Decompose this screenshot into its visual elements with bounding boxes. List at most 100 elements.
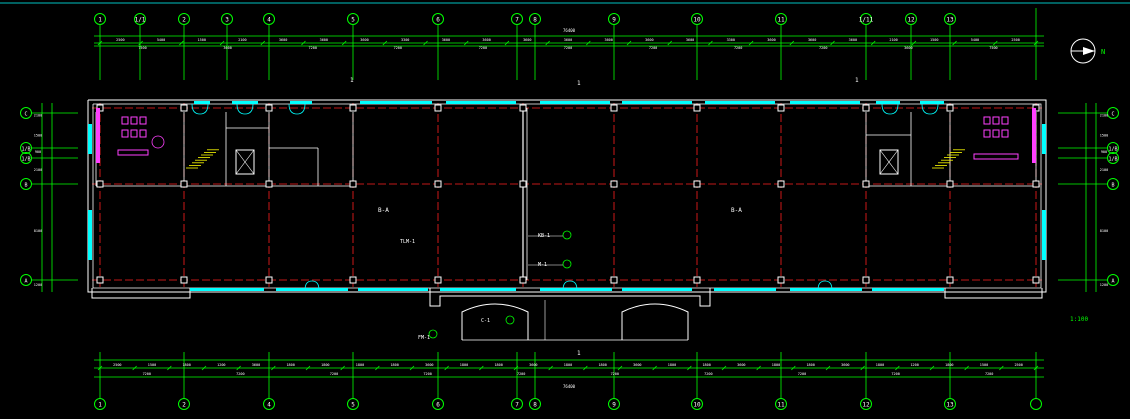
bottom-dim-text: 1800 xyxy=(390,363,398,367)
column xyxy=(434,276,442,284)
grid-label-bottom: 8 xyxy=(533,402,537,409)
top-dim-text: 7200 xyxy=(394,46,402,50)
dim-tick xyxy=(97,40,103,46)
toilet-fixture xyxy=(992,129,1000,138)
grid-label-right: C xyxy=(1111,112,1114,118)
dim-tick xyxy=(444,365,449,371)
window-bottom xyxy=(358,288,428,291)
column xyxy=(946,276,954,284)
column xyxy=(1032,276,1040,284)
top-dim-text: 3600 xyxy=(808,38,816,42)
note-tag-5: TLM-1 xyxy=(400,239,415,245)
door-swing xyxy=(191,103,201,115)
door-swing xyxy=(288,103,298,115)
top-dim-text: 3600 xyxy=(604,38,612,42)
top-dim-text: 2500 xyxy=(1011,38,1019,42)
annotation-bubble xyxy=(562,259,572,269)
grid-label-right: A xyxy=(1111,279,1114,285)
column xyxy=(610,276,618,284)
column xyxy=(862,276,870,284)
door-swing xyxy=(244,103,254,115)
toilet-fixture xyxy=(983,129,991,138)
door-swing xyxy=(817,280,826,291)
column xyxy=(862,180,870,188)
window-top xyxy=(232,101,258,104)
top-dim-text: 7200 xyxy=(564,46,572,50)
note-tag-2: M-1 xyxy=(538,262,547,268)
window-side xyxy=(1042,210,1046,260)
toilet-fixture xyxy=(130,129,138,138)
note-tag-4: FM-1 xyxy=(418,335,430,341)
grid-label-bottom: 6 xyxy=(436,402,440,409)
grid-bubble-left xyxy=(20,274,32,286)
window-top xyxy=(290,101,312,104)
grid-bubble-right xyxy=(1107,107,1119,119)
structural-columns xyxy=(96,104,1040,284)
bottom-dim-text: 1800 xyxy=(494,363,502,367)
side-dim-text: 8100 xyxy=(1100,229,1108,233)
bottom-dim-text: 3600 xyxy=(737,363,745,367)
column xyxy=(434,180,442,188)
bottom-total-dim: 76400 xyxy=(563,384,576,389)
column xyxy=(519,104,527,112)
dim-tick xyxy=(687,365,692,371)
grid-bubble-right xyxy=(1107,152,1119,164)
grid-label-bottom: 7 xyxy=(515,402,519,409)
bottom-dim-text: 7200 xyxy=(611,372,619,376)
dim-tick xyxy=(911,40,917,46)
bottom-dim-text: 7200 xyxy=(891,372,899,376)
column xyxy=(265,180,273,188)
bottom-dim-text: 1500 xyxy=(148,363,156,367)
dim-tick xyxy=(1033,40,1039,46)
column xyxy=(777,104,785,112)
dim-tick xyxy=(1033,365,1039,371)
dim-tick xyxy=(545,40,550,46)
dim-tick xyxy=(409,365,415,371)
bottom-dim-text: 1500 xyxy=(980,363,988,367)
column xyxy=(693,104,701,112)
bottom-dim-text: 7200 xyxy=(798,372,806,376)
side-dim-text: 8100 xyxy=(34,229,42,233)
bottom-dim-text: 3600 xyxy=(841,363,849,367)
bottom-dim-text: 1800 xyxy=(702,363,710,367)
top-dim-text: 3600 xyxy=(223,46,231,50)
bottom-dim-text: 7200 xyxy=(517,372,525,376)
dim-tick xyxy=(479,365,484,371)
toilet-partition xyxy=(1032,108,1036,163)
scale-note: 1:100 xyxy=(1070,316,1088,323)
grid-label-left: A xyxy=(24,279,27,285)
window-bottom xyxy=(714,288,776,291)
grid-bubble-bottom xyxy=(860,398,872,410)
grid-label-top: 1 xyxy=(98,17,102,24)
dim-tick xyxy=(860,365,865,371)
side-dim-text: 1200 xyxy=(34,283,42,287)
grid-bubble-left xyxy=(20,142,32,154)
grid-label-top: 8 xyxy=(533,17,537,24)
door-swing xyxy=(236,103,246,115)
top-dim-text: 7200 xyxy=(819,46,827,50)
bottom-dim-text: 1800 xyxy=(876,363,884,367)
grid-bubble-top xyxy=(432,13,444,25)
entry-step xyxy=(461,303,529,340)
section-tag-right: 1 xyxy=(855,77,859,84)
side-dim-text: 2100 xyxy=(34,168,42,172)
side-dim-text: 900 xyxy=(1101,150,1107,154)
door-swing xyxy=(824,280,833,291)
dim-tick xyxy=(305,365,311,371)
side-dim-text: 1500 xyxy=(1100,134,1108,138)
bottom-dim-text: 1800 xyxy=(564,363,572,367)
elevator-box xyxy=(879,149,899,175)
section-tag-left: 1 xyxy=(350,77,354,84)
dim-tick xyxy=(929,365,935,371)
grid-bubble-top xyxy=(221,13,233,25)
column xyxy=(610,104,618,112)
bottom-dim-text: 1800 xyxy=(806,363,814,367)
room-label-left: B-A xyxy=(378,207,389,214)
grid-bubble-right xyxy=(1107,274,1119,286)
fixtures xyxy=(96,103,1036,339)
grid-bubble-top xyxy=(691,13,703,25)
top-dim-text: 3600 xyxy=(564,38,572,42)
